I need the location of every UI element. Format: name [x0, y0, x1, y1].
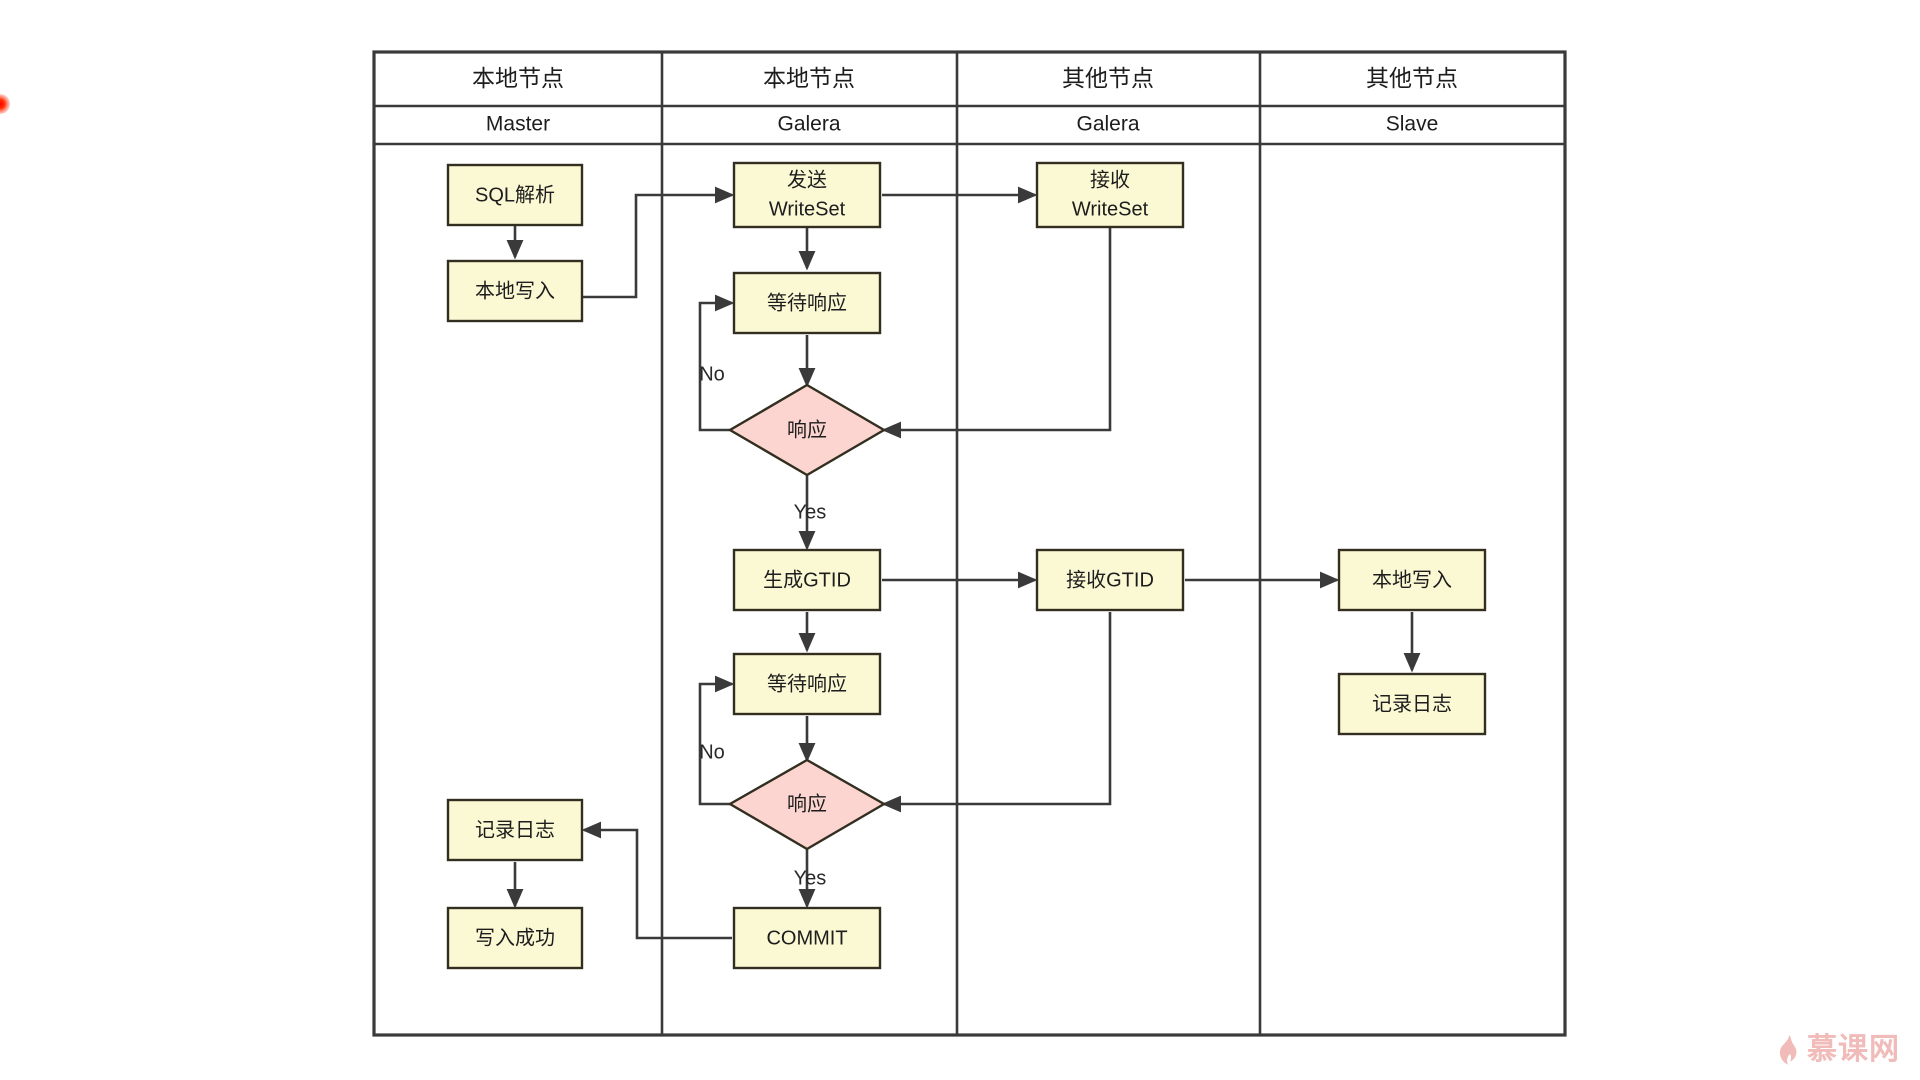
lane-header-2: 本地节点 Galera	[763, 65, 855, 135]
edge-label-yes-1: Yes	[794, 501, 827, 523]
watermark: 慕课网	[1774, 1034, 1900, 1066]
node-label: 本地写入	[475, 279, 555, 302]
lane-header-1: 本地节点 Master	[472, 65, 564, 135]
node-label-line1: 接收	[1090, 168, 1130, 191]
node-send-writeset[interactable]: 发送 WriteSet	[732, 161, 882, 229]
node-label: 写入成功	[475, 926, 555, 949]
lane-header-subtitle: Slave	[1386, 113, 1439, 136]
lane-header-subtitle: Master	[486, 113, 550, 136]
lane-header-3: 其他节点 Galera	[1062, 65, 1154, 135]
edge-layer	[506, 186, 1421, 940]
edge-decision-2-no-to-wait-response-2	[698, 675, 735, 806]
node-label-line2: WriteSet	[769, 198, 846, 220]
node-label: COMMIT	[766, 927, 847, 949]
edge-commit-to-master-log	[581, 821, 732, 940]
node-recv-writeset[interactable]: 接收 WriteSet	[1035, 161, 1185, 229]
node-recv-gtid[interactable]: 接收GTID	[1035, 548, 1185, 612]
edge-label-no-1: No	[699, 363, 725, 385]
watermark-text: 慕课网	[1807, 1032, 1900, 1067]
node-generate-gtid[interactable]: 生成GTID	[732, 548, 882, 612]
node-label: 接收GTID	[1066, 568, 1154, 591]
node-label: 响应	[787, 792, 827, 815]
node-decision-response-1[interactable]: 响应	[727, 383, 887, 477]
node-commit[interactable]: COMMIT	[732, 906, 882, 970]
node-write-success[interactable]: 写入成功	[446, 906, 584, 970]
node-decision-response-2[interactable]: 响应	[727, 758, 887, 851]
edge-recv-writeset-to-decision-1	[881, 227, 1112, 439]
node-label: 记录日志	[475, 818, 555, 841]
node-label: 本地写入	[1372, 568, 1452, 591]
node-master-log[interactable]: 记录日志	[446, 798, 584, 862]
edge-label-no-2: No	[699, 741, 725, 763]
node-label: 等待响应	[767, 291, 847, 314]
lane-header-title: 本地节点	[472, 65, 564, 91]
swimlane-frame	[372, 50, 1567, 1037]
node-label: SQL解析	[475, 183, 555, 206]
edge-recv-gtid-to-decision-2	[881, 612, 1112, 813]
lane-header-4: 其他节点 Slave	[1366, 65, 1458, 135]
lane-header-title: 其他节点	[1366, 65, 1458, 91]
lane-header-title: 其他节点	[1062, 65, 1154, 91]
edge-label-layer: No Yes No Yes	[699, 363, 826, 889]
lane-header-subtitle: Galera	[1076, 113, 1139, 136]
node-local-write-master[interactable]: 本地写入	[446, 259, 584, 323]
node-sql-parse[interactable]: SQL解析	[446, 163, 584, 227]
node-slave-log[interactable]: 记录日志	[1337, 672, 1487, 736]
node-wait-response-1[interactable]: 等待响应	[732, 271, 882, 335]
node-slave-local-write[interactable]: 本地写入	[1337, 548, 1487, 612]
node-label: 记录日志	[1372, 692, 1452, 715]
edge-local-write-to-send-writeset	[581, 186, 735, 299]
edge-label-yes-2: Yes	[794, 867, 827, 889]
flame-icon	[1779, 1035, 1797, 1065]
node-label: 响应	[787, 418, 827, 441]
node-wait-response-2[interactable]: 等待响应	[732, 652, 882, 716]
node-label: 生成GTID	[763, 568, 851, 591]
lane-header-title: 本地节点	[763, 65, 855, 91]
node-label-line2: WriteSet	[1072, 198, 1149, 220]
node-label: 等待响应	[767, 672, 847, 695]
node-label-line1: 发送	[787, 168, 827, 191]
lane-header-subtitle: Galera	[777, 113, 840, 136]
edge-decision-1-no-to-wait-response-1	[698, 294, 735, 432]
